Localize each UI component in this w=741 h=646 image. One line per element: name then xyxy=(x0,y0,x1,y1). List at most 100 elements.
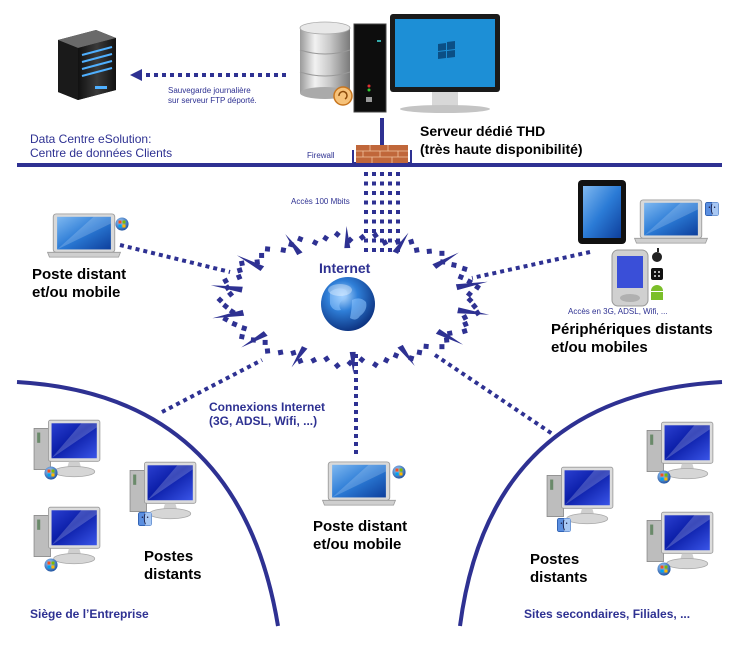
burst-dot xyxy=(241,325,248,332)
access-dot xyxy=(388,238,392,243)
burst-dot xyxy=(259,252,265,258)
headquarters-postes-line1: Postes xyxy=(144,548,194,565)
access-dot xyxy=(380,219,384,224)
access-dot xyxy=(364,210,368,214)
windows-logo-icon xyxy=(115,217,129,231)
burst-dot xyxy=(333,362,341,370)
mobile-devices-label: Périphériques distants et/ou mobiles xyxy=(551,321,713,357)
burst-dot xyxy=(371,231,379,239)
burst-spike xyxy=(392,232,409,254)
datacenter-title-line1: Data Centre eSolution: xyxy=(30,132,152,146)
burst-dot xyxy=(426,248,433,255)
burst-dot xyxy=(222,302,230,310)
burst-dot xyxy=(466,296,474,304)
backup-arrow xyxy=(130,69,288,81)
burst-dot xyxy=(423,343,429,350)
access-dot xyxy=(372,238,376,243)
burst-dot xyxy=(358,233,366,241)
access-dot xyxy=(388,219,392,224)
datacenter-title-line2: Centre de données Clients xyxy=(30,146,173,160)
burst-spike xyxy=(285,234,303,256)
branches-postes-label: Postes distants xyxy=(530,551,588,587)
access-dot xyxy=(380,191,384,195)
backup-caption: Sauvegarde journalière sur serveur FTP d… xyxy=(168,86,257,106)
access-dot xyxy=(380,172,384,176)
server-label-line2: (très haute disponibilité) xyxy=(420,141,583,157)
desktop-computer-icon xyxy=(33,506,101,565)
internet-label: Internet xyxy=(319,260,371,276)
burst-spike xyxy=(241,331,268,348)
burst-dot xyxy=(461,327,468,335)
branches-boundary-arc xyxy=(458,380,723,627)
burst-dot xyxy=(238,333,245,340)
access-dot xyxy=(388,248,392,252)
burst-dot xyxy=(333,230,341,238)
access-dot xyxy=(372,219,376,224)
laptop-icon xyxy=(322,461,396,506)
access-link xyxy=(364,172,400,252)
burst-dot xyxy=(277,349,284,356)
access-dot xyxy=(364,238,368,243)
burst-dot xyxy=(474,283,481,291)
burst-dot xyxy=(381,239,389,246)
burst-dot xyxy=(296,357,304,365)
burst-dot xyxy=(416,349,423,356)
server-label-line1: Serveur dédié THD xyxy=(420,123,546,139)
datacenter-band xyxy=(17,118,722,167)
burst-dot xyxy=(371,361,379,369)
access-speed-label: Accès 100 Mbits xyxy=(291,197,350,206)
burst-dot xyxy=(323,355,331,363)
access-dot xyxy=(380,210,384,214)
burst-spike xyxy=(344,226,351,249)
burst-dot xyxy=(236,267,243,274)
windows-logo-icon xyxy=(44,558,58,572)
desktop-computer-icon xyxy=(646,421,714,480)
link-headquarters xyxy=(161,358,263,414)
burst-dot xyxy=(264,348,271,354)
datacenter-title: Data Centre eSolution: Centre de données… xyxy=(30,132,172,160)
access-dot xyxy=(396,200,400,205)
access-dot xyxy=(372,191,376,195)
access-dot xyxy=(364,200,368,205)
remote-bottom-line2: et/ou mobile xyxy=(313,536,402,553)
headquarters-postes-label: Postes distants xyxy=(144,548,202,584)
mobile-access-label: Accès en 3G, ADSL, Wifi, ... xyxy=(568,307,668,316)
burst-dot xyxy=(216,296,224,304)
burst-dot xyxy=(413,247,420,254)
database-icon xyxy=(299,21,353,106)
burst-spike xyxy=(435,329,464,345)
mobile-devices-line2: et/ou mobiles xyxy=(551,339,648,356)
access-dot xyxy=(372,200,376,205)
burst-dot xyxy=(310,356,318,364)
access-dot xyxy=(372,210,376,214)
backup-caption-line2: sur serveur FTP déporté. xyxy=(168,96,257,105)
burst-dot xyxy=(465,290,473,298)
windows-logo-icon xyxy=(657,470,671,484)
access-dot xyxy=(388,172,392,176)
access-dot xyxy=(388,200,392,205)
windows-logo-icon xyxy=(44,466,58,480)
burst-dot xyxy=(461,265,468,273)
access-dot xyxy=(372,181,376,186)
branches-postes-line1: Postes xyxy=(530,551,580,568)
desktop-computer-icon xyxy=(129,461,197,520)
backup-sync-icon xyxy=(333,86,353,106)
access-dot xyxy=(372,248,376,252)
access-dot xyxy=(396,210,400,214)
desktop-computer-icon xyxy=(546,466,614,525)
burst-dot xyxy=(382,356,390,364)
burst-dot xyxy=(222,315,229,323)
access-dot xyxy=(364,248,368,252)
burst-dot xyxy=(296,235,304,243)
backup-caption-line1: Sauvegarde journalière xyxy=(168,86,251,95)
headquarters-site-label: Siège de l’Entreprise xyxy=(30,607,149,621)
smartphone-icon xyxy=(611,249,649,307)
mac-finder-icon xyxy=(138,512,152,526)
burst-spike xyxy=(236,255,265,271)
burst-dot xyxy=(408,238,415,245)
burst-spike xyxy=(210,285,243,293)
monitor-icon xyxy=(390,14,500,113)
access-dot xyxy=(364,229,368,233)
firewall-icon xyxy=(352,145,412,164)
